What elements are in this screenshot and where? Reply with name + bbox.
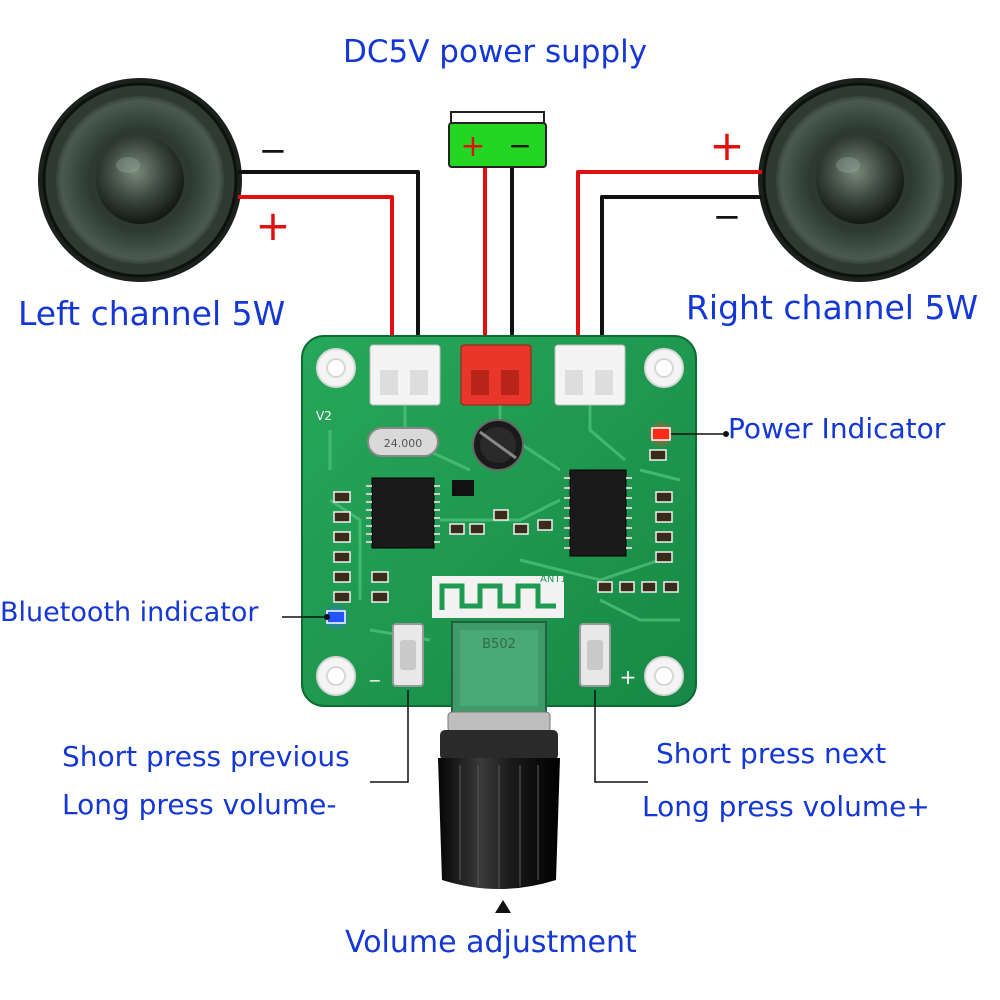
right-minus-mark: − (713, 197, 742, 237)
volume-adjustment-label: Volume adjustment (345, 925, 637, 960)
amplifier-board: V2 24.000 (301, 335, 697, 715)
left-black-wire (238, 170, 420, 350)
right-speaker-icon (758, 78, 962, 282)
left-channel-label: Left channel 5W (18, 294, 286, 333)
page-title: DC5V power supply (343, 34, 648, 70)
battery-icon: + − (448, 111, 547, 168)
left-speaker-icon (38, 78, 242, 282)
battery-minus-mark: − (508, 129, 531, 162)
power-led-icon (647, 420, 675, 448)
bluetooth-indicator-label: Bluetooth indicator (0, 597, 259, 628)
potentiometer[interactable]: B502 (451, 621, 547, 715)
smd-components (333, 449, 679, 603)
button-minus-mark: − (368, 671, 381, 690)
power-indicator-label: Power Indicator (728, 412, 946, 445)
wires (238, 162, 762, 350)
potentiometer-label: B502 (482, 637, 516, 652)
transistor (452, 480, 474, 496)
mounting-holes (316, 348, 684, 696)
previous-volume-down-button[interactable] (392, 623, 424, 687)
previous-button-label: Short press previous (62, 740, 350, 773)
board-version: V2 (316, 409, 332, 423)
next-button-label: Short press next (656, 737, 887, 770)
pcb-antenna: ANT1 (432, 574, 567, 618)
volume-up-label: Long press volume+ (642, 790, 930, 823)
left-minus-mark: − (259, 131, 288, 171)
crystal-label: 24.000 (384, 437, 423, 450)
crystal-oscillator: 24.000 (367, 427, 439, 457)
right-channel-label: Right channel 5W (686, 288, 979, 327)
power-connector (460, 344, 532, 406)
left-speaker-connector (369, 344, 441, 406)
volume-down-label: Long press volume- (62, 788, 337, 821)
right-black-wire (600, 195, 762, 350)
bluetooth-callout-dot (324, 614, 330, 620)
right-speaker-connector (554, 344, 626, 406)
antenna-label: ANT1 (540, 574, 567, 585)
electrolytic-capacitor (472, 419, 524, 471)
right-plus-mark: + (709, 121, 744, 170)
power-callout-dot (723, 431, 729, 437)
battery-plus-mark: + (460, 129, 485, 164)
button-plus-mark: + (620, 665, 637, 689)
volume-pointer-icon (495, 900, 511, 913)
left-red-wire (238, 195, 394, 350)
right-red-wire (576, 170, 762, 350)
left-plus-mark: + (255, 201, 290, 250)
amplifier-chip (564, 469, 632, 557)
bluetooth-chip (366, 477, 440, 549)
next-volume-up-button[interactable] (579, 623, 611, 687)
volume-knob-icon[interactable] (438, 711, 560, 889)
callout-lines (282, 433, 726, 783)
